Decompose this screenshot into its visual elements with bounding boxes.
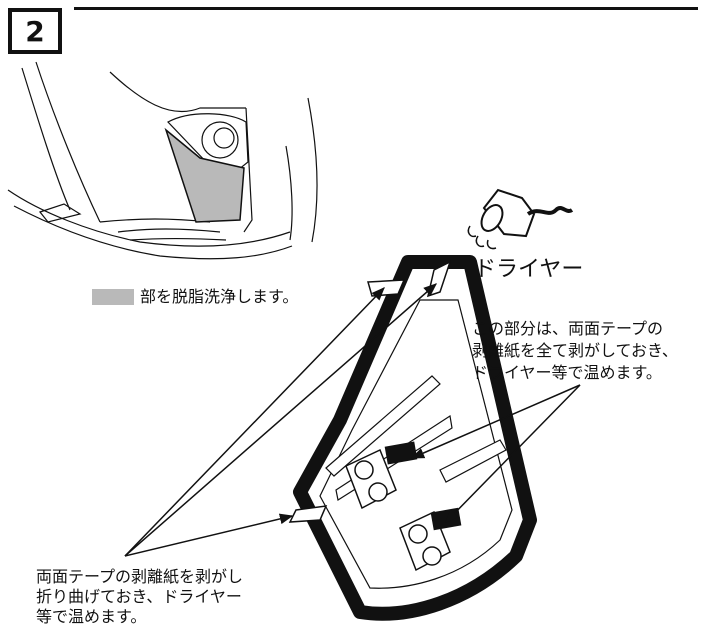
step-number: 2 (25, 14, 45, 48)
hair-dryer-icon (467, 188, 574, 250)
release-paper-tab (288, 505, 328, 523)
fog-lamp-cover-part (288, 255, 537, 621)
header-rule (74, 7, 698, 10)
inner-tape-strip (384, 441, 418, 465)
bottom-left-note: 両面テープの剥離紙を剥がし 折り曲げておき、ドライヤー 等で温めます。 (36, 567, 244, 626)
release-paper-tab (367, 279, 406, 297)
pointer-arrows (124, 283, 581, 557)
dryer-label: ドライヤー (474, 257, 584, 282)
step-number-box: 2 (8, 8, 62, 54)
legend-text: 部を脱脂洗浄します。 (140, 287, 299, 306)
legend-swatch (92, 289, 134, 305)
right-note: この部分は、両面テープの 剥離紙を全て剥がしておき、 ドライヤー等で温めます。 (472, 319, 678, 382)
degrease-area (164, 127, 245, 223)
car-bumper-drawing (7, 61, 318, 260)
